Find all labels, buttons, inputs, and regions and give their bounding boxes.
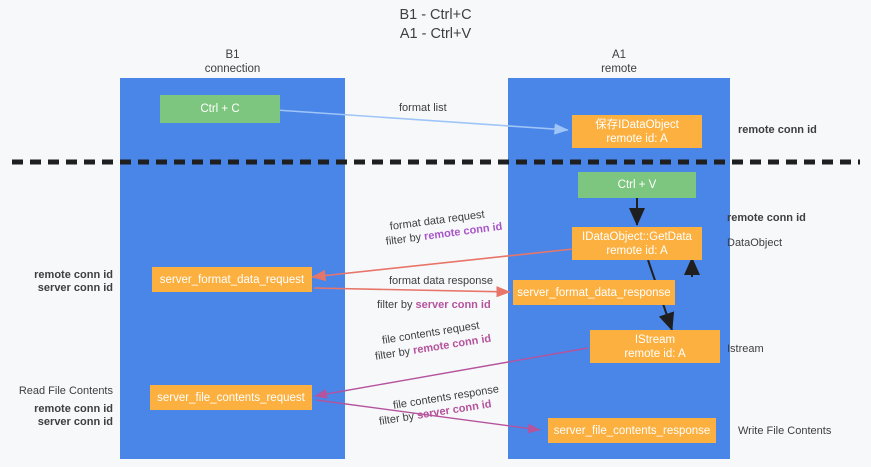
node-idataobject-getdata-line1: IDataObject::GetData	[582, 230, 692, 243]
filter-key: server conn id	[415, 299, 491, 311]
edge-label-format-list: format list	[399, 102, 447, 114]
node-istream[interactable]: IStream remote id: A	[590, 330, 720, 363]
node-istream-line1: IStream	[634, 333, 676, 346]
lane-header-a1: A1 remote	[601, 49, 637, 75]
node-ctrl-c[interactable]: Ctrl + C	[160, 95, 280, 123]
annotation-remote-conn-id-top: remote conn id	[738, 124, 817, 136]
annotation-remote-conn-id-mid: remote conn id	[727, 212, 806, 224]
annotation-left-server-conn-id-1: server conn id	[37, 282, 113, 294]
node-ctrl-v[interactable]: Ctrl + V	[578, 172, 696, 198]
node-istream-line2: remote id: A	[624, 347, 686, 360]
node-save-idataobject[interactable]: 保存IDataObject remote id: A	[572, 115, 702, 148]
node-server-format-data-request[interactable]: server_format_data_request	[152, 267, 312, 292]
lane-header-b1: B1 connection	[204, 49, 261, 75]
annotation-left-remote-conn-id-2: remote conn id	[34, 403, 113, 415]
annotation-left-server-conn-id-2: server conn id	[37, 416, 113, 428]
node-server-file-contents-request-line1: server_file_contents_request	[157, 391, 305, 404]
edge-label-format-data-response: format data response	[389, 275, 493, 287]
node-save-idataobject-line2: remote id: A	[606, 132, 668, 145]
node-server-format-data-response[interactable]: server_format_data_response	[513, 280, 675, 305]
annotation-read-file-contents: Read File Contents	[18, 385, 113, 397]
annotation-write-file-contents: Write File Contents	[738, 425, 832, 437]
node-idataobject-getdata-line2: remote id: A	[606, 244, 668, 257]
node-server-file-contents-response-line1: server_file_contents_response	[553, 424, 711, 437]
edge-label-format-data-response-filter: filter by server conn id	[377, 298, 491, 312]
annotation-istream: Istream	[727, 343, 764, 355]
node-ctrl-c-line1: Ctrl + C	[200, 103, 240, 115]
node-ctrl-v-line1: Ctrl + V	[617, 179, 657, 191]
page-title: B1 - Ctrl+C A1 - Ctrl+V	[399, 7, 472, 42]
annotation-left-remote-conn-id-1: remote conn id	[34, 269, 113, 281]
node-idataobject-getdata[interactable]: IDataObject::GetData remote id: A	[572, 227, 702, 260]
node-save-idataobject-line1: 保存IDataObject	[595, 118, 679, 131]
filter-prefix: filter by	[377, 299, 416, 311]
node-server-format-data-request-line1: server_format_data_request	[159, 273, 305, 286]
node-server-file-contents-response[interactable]: server_file_contents_response	[548, 418, 716, 443]
node-server-file-contents-request[interactable]: server_file_contents_request	[150, 385, 312, 410]
node-server-format-data-response-line1: server_format_data_response	[517, 286, 671, 299]
annotation-dataobject: DataObject	[727, 237, 783, 249]
